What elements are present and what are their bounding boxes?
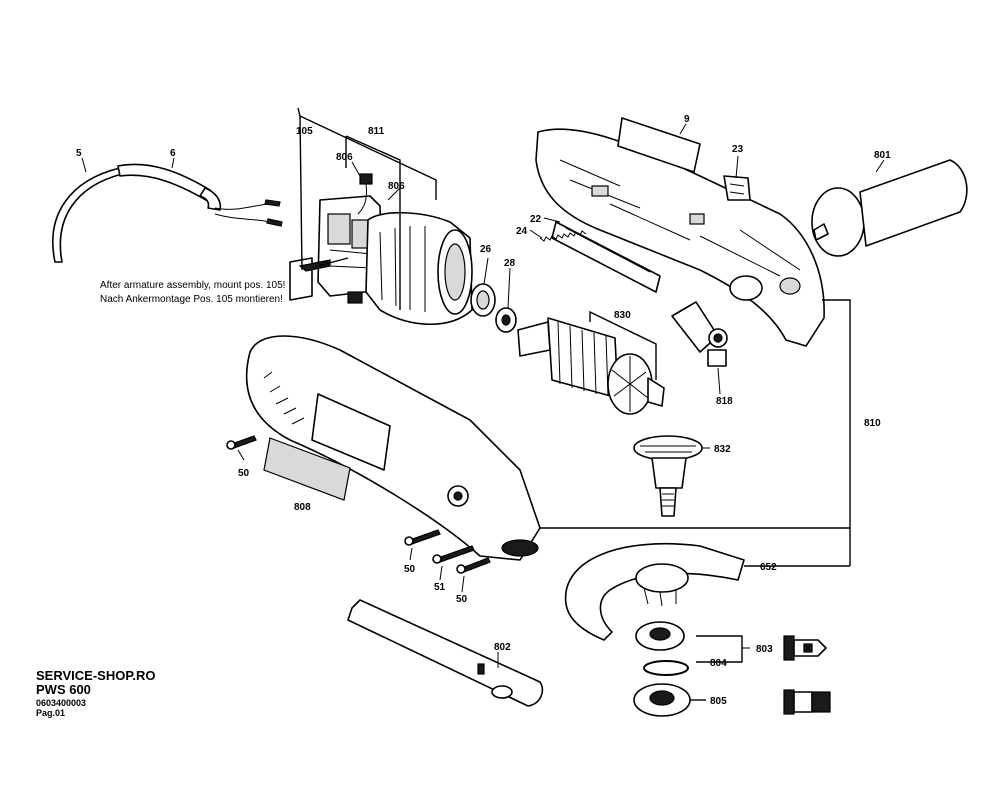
label-804: 804	[710, 658, 727, 669]
footer-part-number: 0603400003	[36, 698, 87, 708]
label-28: 28	[504, 258, 516, 269]
screw-50-left	[226, 435, 257, 450]
label-105: 105	[296, 126, 313, 137]
screw-50-bottom	[456, 557, 491, 574]
motor-housing	[245, 335, 541, 561]
assembly-note-de: Nach Ankermontage Pos. 105 montieren!	[100, 294, 283, 305]
lock-spring	[539, 230, 587, 242]
bracket-811	[345, 135, 401, 310]
label-803: 803	[756, 644, 773, 655]
guard-lever	[671, 301, 728, 367]
label-51: 51	[434, 582, 446, 593]
screw-50-bottom-left	[404, 529, 441, 546]
cover-plate	[263, 437, 351, 501]
lock-clip	[723, 175, 751, 201]
label-818: 818	[716, 396, 733, 407]
label-802: 802	[494, 642, 511, 653]
label-24: 24	[516, 226, 528, 237]
label-22: 22	[530, 214, 542, 225]
bearing-28	[495, 307, 517, 333]
label-810: 810	[864, 418, 881, 429]
label-50-right: 50	[456, 594, 468, 605]
label-806-upper: 806	[336, 152, 353, 163]
bracket-830	[589, 310, 657, 380]
spindle-gear	[633, 435, 703, 517]
label-811: 811	[368, 126, 385, 137]
screw-51	[432, 545, 475, 564]
bracket-810	[540, 299, 851, 567]
mounting-flange	[635, 621, 685, 651]
footer-page: Pag.01	[36, 708, 66, 718]
side-handle	[811, 159, 968, 257]
label-5: 5	[76, 148, 82, 159]
label-801: 801	[874, 150, 891, 161]
label-50-center: 50	[404, 564, 416, 575]
label-830: 830	[614, 310, 631, 321]
flange-orientation-icon-top	[783, 635, 827, 661]
label-832: 832	[714, 444, 731, 455]
label-6: 6	[170, 148, 176, 159]
nameplate	[617, 117, 701, 173]
label-9: 9	[684, 114, 690, 125]
label-50-left: 50	[238, 468, 250, 479]
wheel-guard	[564, 542, 745, 641]
assembly-note-en: After armature assembly, mount pos. 105!	[100, 280, 285, 291]
bearing-26	[470, 283, 496, 317]
armature	[517, 317, 665, 415]
flange-orientation-icon-bottom	[783, 689, 831, 715]
label-805: 805	[710, 696, 727, 707]
footer-model: PWS 600	[36, 682, 91, 697]
label-26: 26	[480, 244, 492, 255]
pin-spanner	[347, 599, 544, 707]
power-cord	[52, 163, 283, 263]
label-652: 652	[760, 562, 777, 573]
motor-field-stator	[365, 211, 473, 325]
label-806-lower: 806	[388, 181, 405, 192]
label-808: 808	[294, 502, 311, 513]
o-ring	[643, 660, 689, 676]
label-23: 23	[732, 144, 744, 155]
clamping-nut	[633, 683, 691, 717]
leader-lines	[81, 123, 885, 668]
footer-shop-name: SERVICE-SHOP.RO	[36, 668, 156, 683]
